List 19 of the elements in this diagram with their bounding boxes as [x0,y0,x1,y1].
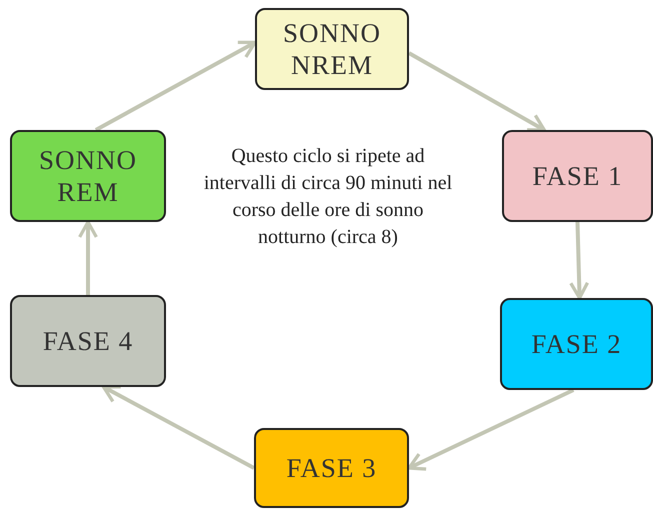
arrow [408,51,546,132]
arrow [569,222,590,300]
stage-box [10,295,166,387]
stage-label: SONNO REM [38,144,138,208]
stage-label: SONNO NREM [282,16,382,82]
stage-box [254,428,409,508]
stage-label: FASE 1 [532,160,623,192]
arrow [94,40,257,132]
arrow [102,385,255,470]
arrow [78,220,98,295]
stage-box [255,8,409,90]
stage-box [502,130,653,222]
arrow [407,388,574,471]
note-text: Questo ciclo si ripete ad intervalli di circa 90 minuti nel corso delle ore di sonno notturno (circa 8) [202,144,454,250]
stage-box [10,130,166,222]
stage-label: FASE 2 [531,328,622,360]
stage-box [500,298,653,390]
stage-label: FASE 4 [42,324,134,358]
stage-label: FASE 3 [286,452,377,484]
